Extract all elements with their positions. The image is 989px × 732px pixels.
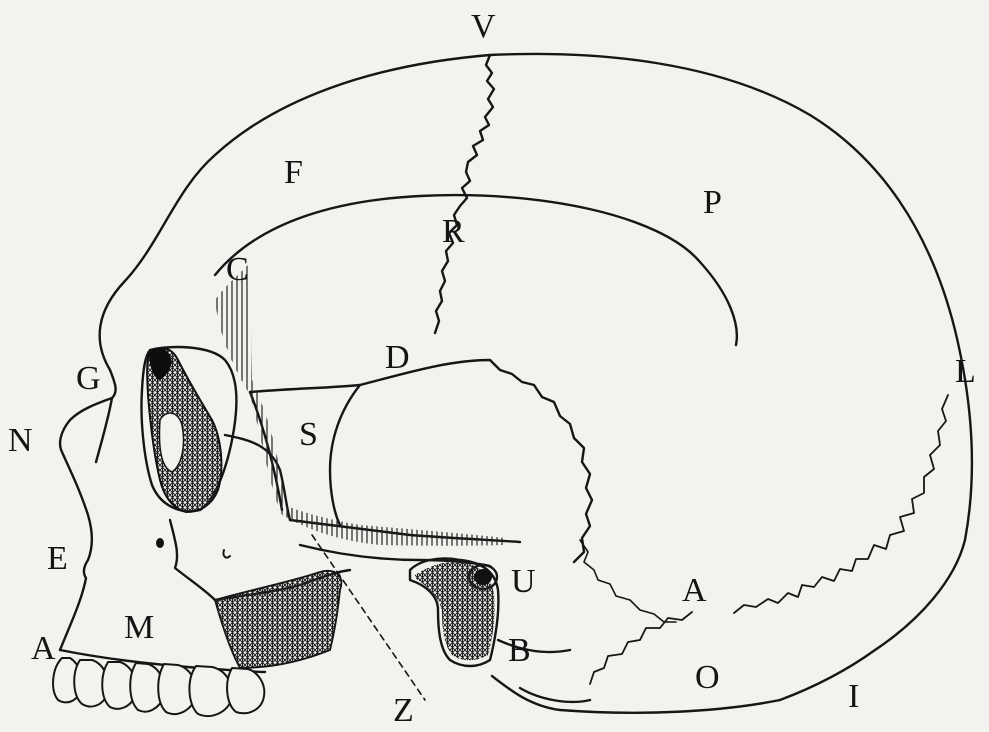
label-b: B <box>508 634 531 668</box>
infraorbital-foramen <box>156 538 164 548</box>
label-m: M <box>124 611 154 645</box>
label-i: I <box>848 680 859 714</box>
label-p: P <box>703 186 722 220</box>
label-f: F <box>284 156 303 190</box>
label-n: N <box>8 424 33 458</box>
lambdoid-suture <box>734 395 948 613</box>
face-profile <box>60 370 116 650</box>
label-g: G <box>76 362 101 396</box>
pterygoid-shading <box>215 571 341 668</box>
occipitomastoid-suture <box>590 612 692 684</box>
label-d: D <box>385 341 410 375</box>
label-e: E <box>47 542 68 576</box>
label-z: Z <box>393 694 414 728</box>
temporal-fossa-shading <box>215 262 505 546</box>
sphenoid-suture <box>330 385 360 525</box>
label-l: L <box>955 355 976 389</box>
teeth <box>53 658 264 716</box>
label-c: C <box>226 253 249 287</box>
parieto-mastoid-suture <box>580 540 676 622</box>
label-a-occipital: A <box>682 574 707 608</box>
label-u: U <box>511 565 536 599</box>
label-v: V <box>471 10 496 44</box>
label-s: S <box>299 418 318 452</box>
label-a-upper-jaw: A <box>31 632 56 666</box>
temporal-line <box>215 195 737 345</box>
label-r: R <box>442 215 465 249</box>
ear-canal <box>474 569 492 585</box>
label-o: O <box>695 661 720 695</box>
